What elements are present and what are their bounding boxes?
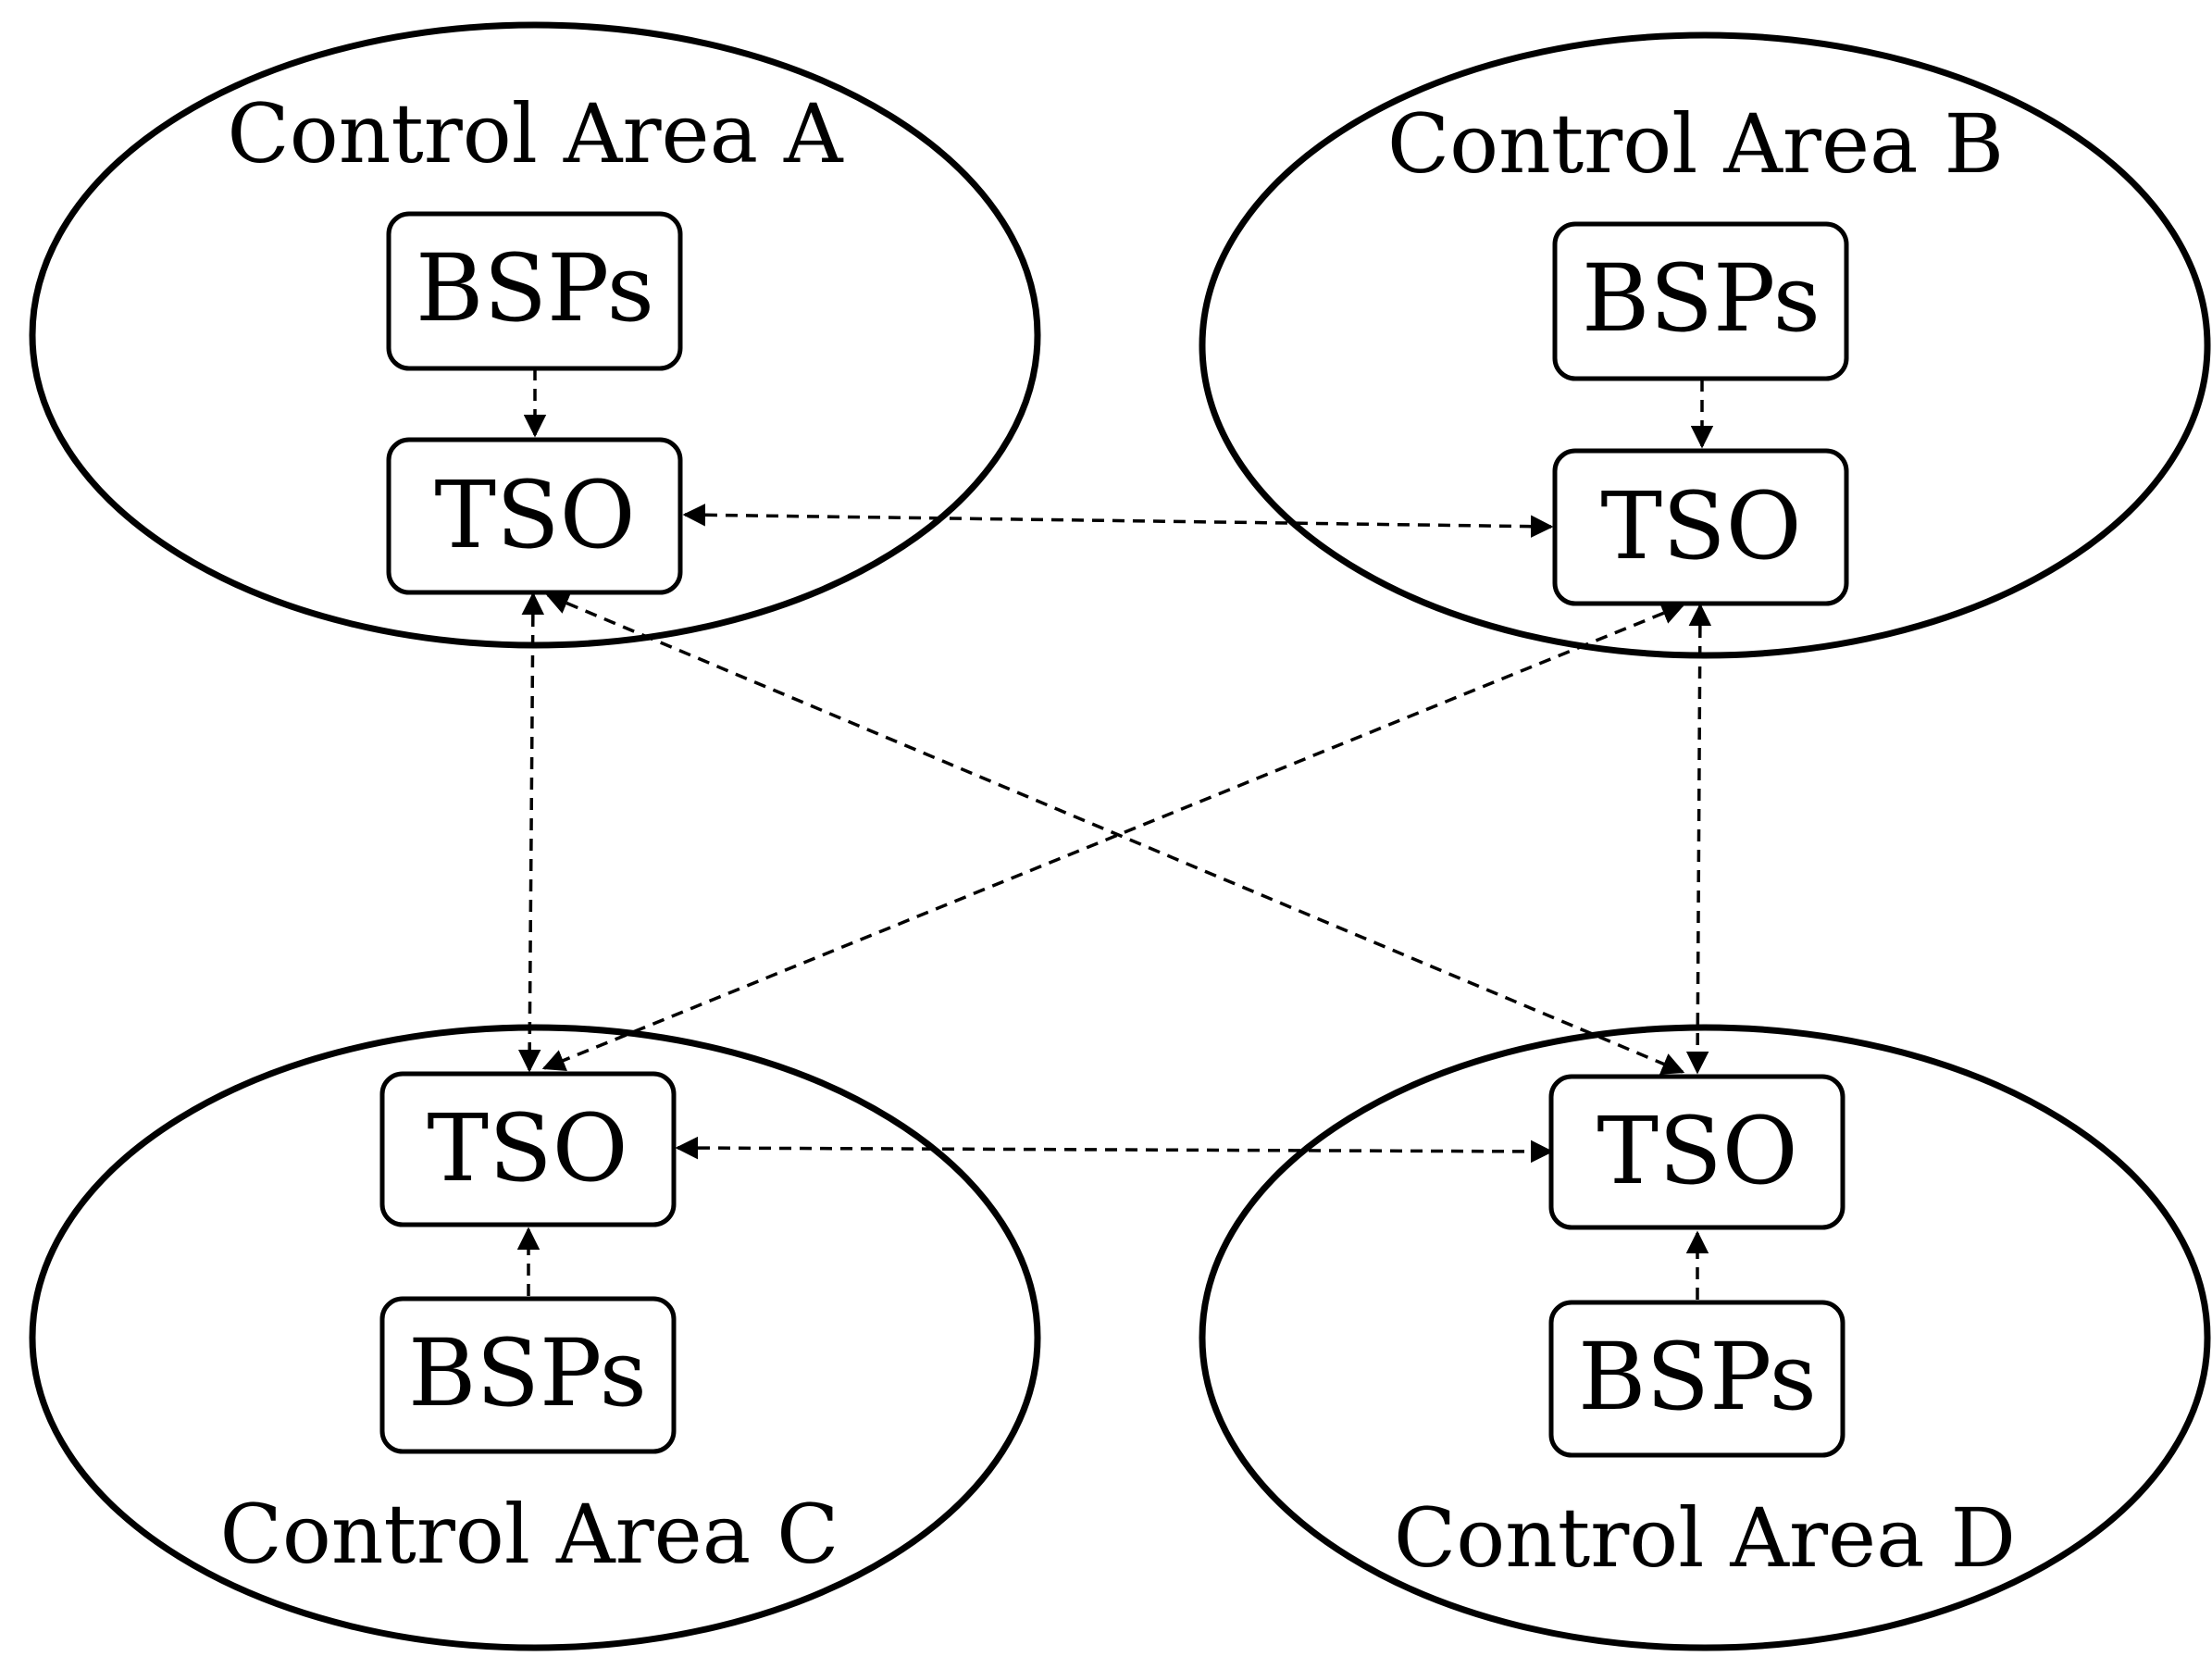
control-area-d-label: Control Area D [1394, 1490, 2016, 1586]
area-d-bsps-node: BSPs [1548, 1300, 1845, 1458]
link-tso-c-d [675, 1136, 1554, 1164]
area-a-bsps-label: BSPs [416, 234, 654, 343]
control-area-c-label: Control Area C [220, 1487, 839, 1582]
area-c-tso-node: TSO [379, 1071, 677, 1227]
area-b-tso-node: TSO [1552, 448, 1849, 606]
link-tso-b-d [1685, 603, 1712, 1075]
area-d-bsps-label: BSPs [1578, 1323, 1817, 1431]
area-b-bsps-node: BSPs [1552, 221, 1849, 381]
link-tso-a-c [517, 592, 545, 1073]
area-c-bsps-node: BSPs [379, 1296, 677, 1454]
area-d-tso-label: TSO [1597, 1097, 1797, 1205]
link-tso-a-b [682, 504, 1554, 538]
area-a-bsps-node: BSPs [386, 211, 683, 371]
link-tso-b-c [541, 602, 1685, 1072]
control-area-a-label: Control Area A [227, 86, 844, 181]
area-a-tso-node: TSO [386, 437, 683, 595]
area-d-tso-node: TSO [1548, 1074, 1845, 1230]
area-c-tso-label: TSO [427, 1094, 628, 1202]
control-area-b-label: Control Area B [1387, 96, 2004, 192]
connections [516, 368, 1714, 1300]
area-a-tso-label: TSO [434, 461, 635, 569]
area-b-bsps-label: BSPs [1582, 244, 1821, 353]
link-tso-a-d [545, 592, 1685, 1075]
area-c-bsps-label: BSPs [408, 1319, 647, 1427]
area-b-tso-label: TSO [1600, 472, 1801, 580]
